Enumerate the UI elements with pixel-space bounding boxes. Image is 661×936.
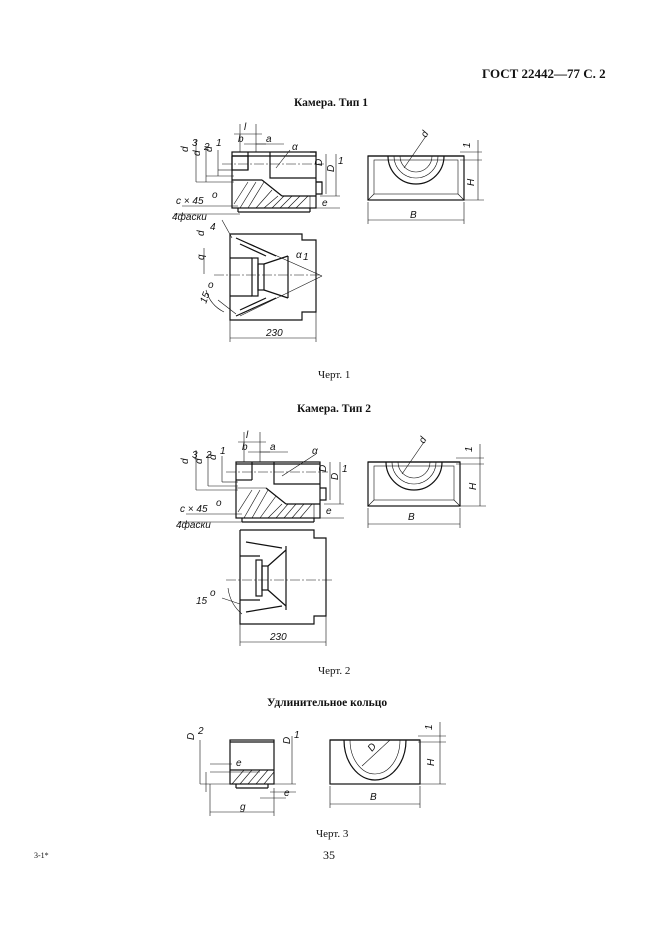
label-d1-sub: 1 bbox=[216, 138, 222, 149]
label2-d3: d bbox=[180, 458, 191, 464]
label-chamfer-deg: о bbox=[212, 190, 218, 201]
figure1-title: Камера. Тип 1 bbox=[294, 97, 369, 109]
label-d2-sub: 2 bbox=[203, 142, 210, 153]
label-D: D bbox=[314, 159, 325, 166]
label2-d1-sub: 1 bbox=[220, 446, 226, 457]
label-l: l bbox=[244, 122, 247, 133]
label3-H: H bbox=[426, 758, 437, 766]
label2-alpha: α bbox=[312, 446, 318, 457]
label2-d3-sub: 3 bbox=[192, 450, 198, 461]
label-d: d bbox=[419, 129, 432, 140]
label-angle15: 15 bbox=[198, 290, 212, 305]
label2-1: 1 bbox=[464, 446, 475, 452]
label3-D2: D bbox=[186, 733, 197, 740]
label-d3-sub: 3 bbox=[192, 138, 198, 149]
label-e: e bbox=[322, 198, 328, 209]
label2-H: H bbox=[468, 482, 479, 490]
label2-d: d bbox=[417, 435, 430, 446]
label2-B: B bbox=[408, 512, 415, 523]
label3-D2-sub: 2 bbox=[197, 726, 204, 737]
label3-D1: D bbox=[282, 737, 293, 744]
label-b: b bbox=[238, 134, 244, 145]
label-a: a bbox=[266, 134, 272, 145]
standard-number: ГОСТ 22442—77 С. 2 bbox=[482, 66, 606, 81]
label2-chamfer-deg: о bbox=[216, 498, 222, 509]
label-q: q bbox=[196, 254, 207, 260]
label2-angle15-deg: о bbox=[210, 588, 216, 599]
label2-D1-sub: 1 bbox=[342, 464, 348, 475]
label-alpha1: α bbox=[296, 250, 302, 261]
label-alpha: α bbox=[292, 142, 298, 153]
label-B: B bbox=[410, 210, 417, 221]
label-chamfer: c × 45 bbox=[176, 196, 204, 207]
label3-D1-sub: 1 bbox=[294, 730, 300, 741]
label-chamfer-note: 4фаски bbox=[172, 211, 207, 223]
label2-D: D bbox=[318, 465, 329, 472]
label-d2: d bbox=[192, 150, 203, 156]
figure1-caption: Черт. 1 bbox=[318, 369, 351, 381]
label3-e: e bbox=[236, 758, 242, 769]
label-H: H bbox=[466, 178, 477, 186]
figure2-title: Камера. Тип 2 bbox=[297, 403, 372, 415]
figure3-title: Удлинительное кольцо bbox=[267, 697, 388, 709]
page-number: 35 bbox=[323, 848, 335, 862]
label-1: 1 bbox=[462, 142, 473, 148]
label2-e: e bbox=[326, 506, 332, 517]
label-d1: d bbox=[204, 146, 215, 152]
label-D1: D bbox=[326, 165, 337, 172]
label-D1-sub: 1 bbox=[338, 156, 344, 167]
label3-1: 1 bbox=[424, 724, 435, 730]
label2-len: 230 bbox=[269, 632, 287, 643]
label3-e2: e bbox=[284, 788, 290, 799]
label2-a: a bbox=[270, 442, 276, 453]
label-d4: d bbox=[196, 230, 207, 236]
figure2-caption: Черт. 2 bbox=[318, 665, 351, 677]
label2-l: l bbox=[246, 430, 249, 441]
label2-angle15: 15 bbox=[196, 596, 208, 607]
label2-chamfer-note: 4фаски bbox=[176, 519, 211, 531]
label2-b: b bbox=[242, 442, 248, 453]
sheet-mark: 3-1* bbox=[34, 851, 49, 860]
label2-chamfer: c × 45 bbox=[180, 504, 208, 515]
label-angle15-deg: о bbox=[208, 280, 214, 291]
label-alpha1-sub: 1 bbox=[303, 252, 309, 263]
label2-d1: d bbox=[208, 454, 219, 460]
label2-d2-sub: 2 bbox=[205, 450, 212, 461]
label-d4-sub: 4 bbox=[210, 222, 216, 233]
label3-g: g bbox=[240, 802, 246, 813]
label-d3: d bbox=[180, 146, 191, 152]
label2-D1: D bbox=[330, 473, 341, 480]
label-len: 230 bbox=[265, 328, 283, 339]
label2-d2: d bbox=[194, 458, 205, 464]
figure3-caption: Черт. 3 bbox=[316, 828, 349, 840]
label3-B: B bbox=[370, 792, 377, 803]
label3-D: D bbox=[366, 741, 379, 754]
